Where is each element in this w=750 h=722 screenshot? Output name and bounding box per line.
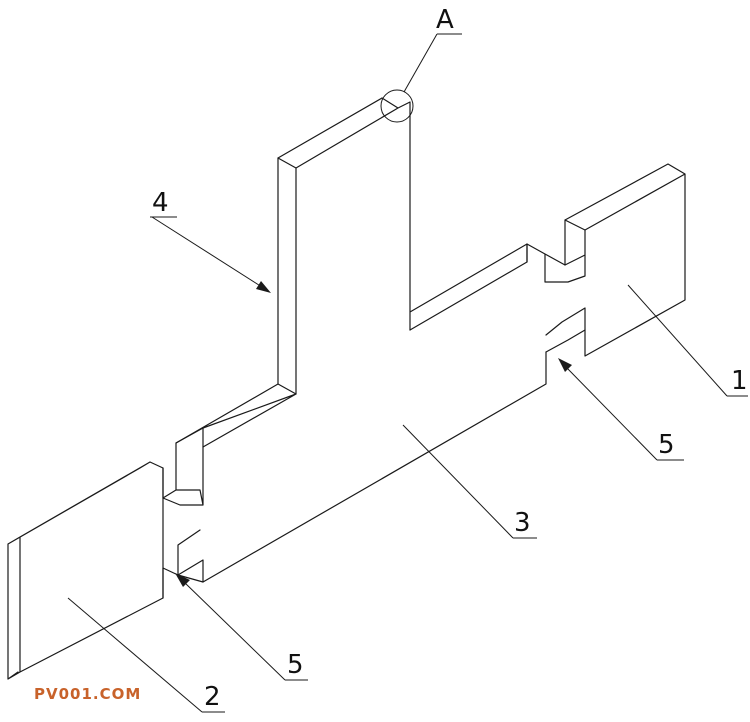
main-plate xyxy=(175,97,547,583)
leader-5-left-arrowhead xyxy=(175,573,190,587)
leader-5-right-line xyxy=(565,366,658,461)
leader-5-right: 5 xyxy=(558,358,684,461)
leader-2: 2 xyxy=(67,597,225,713)
part-outline xyxy=(7,97,686,680)
detail-marker-a: A xyxy=(380,5,462,123)
detail-circle xyxy=(380,89,414,123)
left-neck-notches xyxy=(162,427,204,599)
leader-5-left-line xyxy=(183,581,286,681)
leader-1: 1 xyxy=(627,284,748,397)
vertical-post xyxy=(277,97,528,395)
left-end-block xyxy=(7,461,164,680)
leader-5-right-arrowhead xyxy=(558,358,572,372)
leader-3: 3 xyxy=(402,424,537,539)
detail-leader xyxy=(403,33,438,93)
label-1: 1 xyxy=(731,366,748,396)
label-5-left: 5 xyxy=(287,650,304,680)
label-3: 3 xyxy=(514,508,531,538)
leader-2-line xyxy=(67,597,203,713)
label-4: 4 xyxy=(152,188,169,218)
watermark-text: PV001.COM xyxy=(34,685,141,703)
leader-4: 4 xyxy=(150,188,271,293)
label-5-right: 5 xyxy=(658,430,675,460)
leader-3-line xyxy=(402,424,514,539)
detail-label: A xyxy=(436,5,454,35)
upper-right-notch xyxy=(409,229,586,353)
leader-1-line xyxy=(627,284,728,397)
label-2: 2 xyxy=(204,682,221,712)
leader-4-line xyxy=(151,216,263,288)
leader-5-left: 5 xyxy=(175,573,308,681)
right-end-block xyxy=(564,163,686,357)
leader-4-arrowhead xyxy=(256,281,271,293)
